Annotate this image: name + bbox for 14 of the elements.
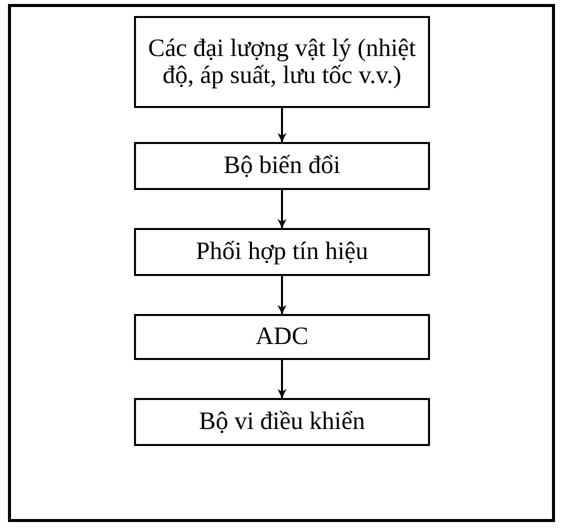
box-label: ADC [256,323,308,351]
box-label: Bộ biến đổi [224,152,340,180]
box-label: Bộ vi điều khiển [199,408,365,436]
process-box [134,398,430,446]
process-box [134,228,430,276]
arrow [278,360,286,398]
arrow [278,276,286,314]
process-box [134,16,430,108]
process-box [134,314,430,360]
process-box [134,142,430,190]
box-label: Phối hợp tín hiệu [196,238,368,266]
box-label: Các đại lượng vật lý (nhiệt độ, áp suất, lưu tốc v.v.) [147,34,417,90]
arrow [278,108,286,142]
arrow [278,190,286,228]
